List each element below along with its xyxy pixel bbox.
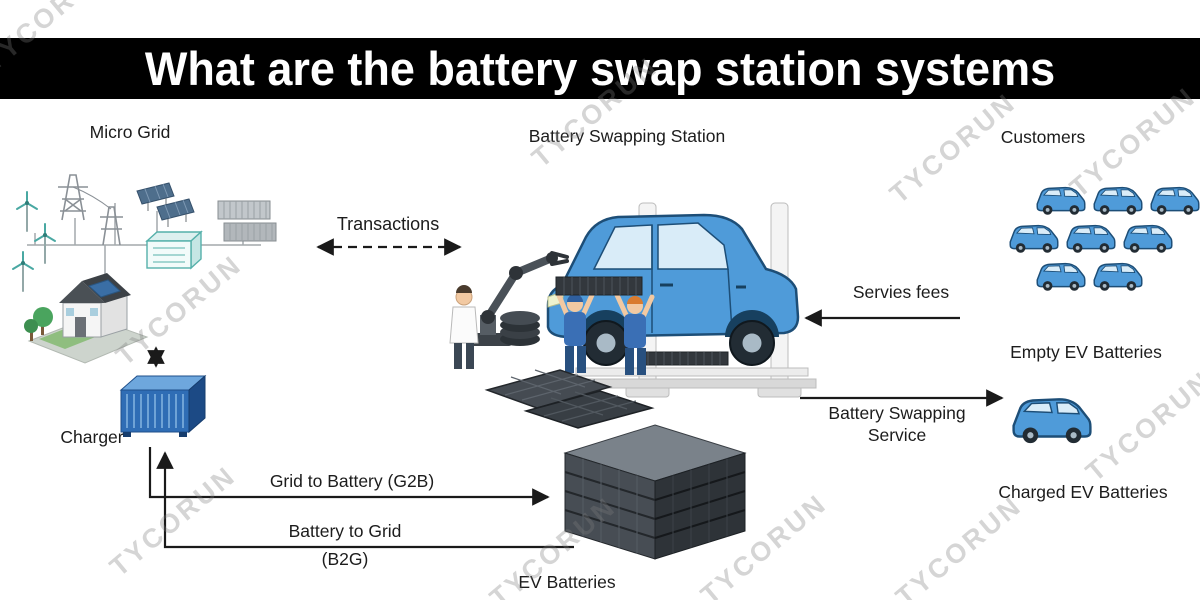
storage-building-icon [145,230,203,270]
battery-pallet-2 [523,390,655,429]
worker-blue-a [555,290,595,373]
battery-pack-under-car [639,351,729,366]
empty-ev-batteries-label: Empty EV Batteries [1010,342,1162,362]
customer-car-icon [1092,183,1144,216]
transactions-label: Transactions [336,214,440,234]
customer-car-icon [1035,259,1087,292]
customer-car-icon [1092,259,1144,292]
watermark: TYCORUN [890,489,1028,600]
customer-car-icon [1035,183,1087,216]
grid-to-battery-label: Grid to Battery (G2B) [269,471,435,491]
ev-batteries-label: EV Batteries [518,572,616,592]
battery-to-grid-label-line2: (B2G) [321,549,369,569]
container-icons [217,200,277,242]
battery-swapping-station-label: Battery Swapping Station [528,126,726,146]
watermark: TYCORUN [1080,364,1200,488]
wind-turbine-icons [12,191,56,292]
battery-to-grid-label-line1: Battery to Grid [288,521,402,541]
ev-battery-stack-illustration [563,424,747,560]
watermark: TYCORUN [104,459,242,583]
charger-label: Charger [60,427,124,447]
battery-disc-stack [500,311,540,346]
stack-layer-lines-right [654,471,746,539]
page-title: What are the battery swap station system… [144,41,1056,95]
battery-pack-carried [555,276,643,296]
battery-swapping-service-line2: Service [867,424,927,445]
power-pylon-icons [58,174,123,246]
servies-fees-label: Servies fees [852,282,950,302]
charger-illustration [119,374,207,437]
charged-car-icon [1010,392,1094,445]
battery-swapping-service-label: Battery Swapping Service [828,403,965,447]
customer-car-icon [1065,221,1117,254]
customer-car-icon [1122,221,1174,254]
ev-car-illustration [546,213,800,366]
customer-car-icon [1149,183,1200,216]
stack-layer-lines-left [564,471,656,539]
charged-ev-batteries-label: Charged EV Batteries [998,482,1168,502]
worker-blue-b [614,292,655,375]
battery-pallet-1 [484,369,613,409]
micro-grid-illustration [12,174,277,364]
technician-white-coat [449,285,479,369]
solar-panel-icons [136,182,195,227]
battery-swapping-service-line1: Battery Swapping [828,403,966,423]
customers-label: Customers [1000,127,1086,147]
customer-car-icon [1008,221,1060,254]
stack-ribs-right [672,458,728,554]
stack-ribs-left [582,458,638,554]
micro-grid-label: Micro Grid [89,122,171,142]
battery-swapping-station-illustration [449,202,817,429]
title-banner: What are the battery swap station system… [0,38,1200,99]
smart-home-icon [24,273,149,364]
